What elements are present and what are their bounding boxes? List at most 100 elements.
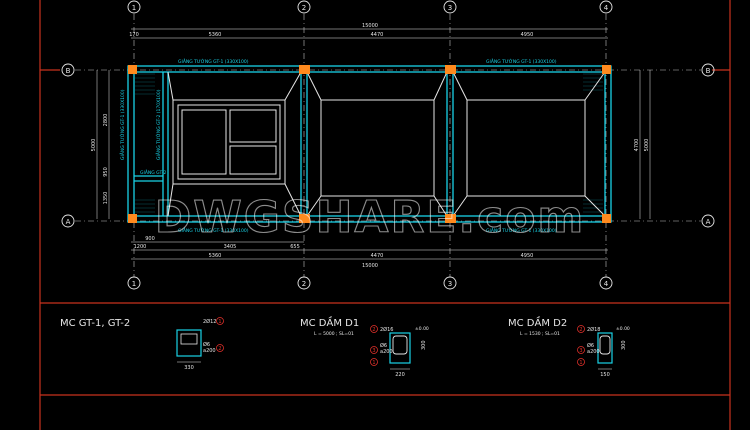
beam-label-bottom-right: GIẰNG TƯỜNG GT-1 (330X100) xyxy=(486,226,557,234)
axis-label-4-top: 4 xyxy=(604,4,609,12)
dimension-lines xyxy=(96,28,651,260)
dim-left-total: 5000 xyxy=(91,139,97,152)
rebar-spacing: a200 xyxy=(587,349,600,355)
beam-label-top-left: GIẰNG TƯỜNG GT-1 (330X100) xyxy=(178,57,249,65)
axis-label-3-bottom: 3 xyxy=(448,280,452,288)
dim-bottom-span-3: 4950 xyxy=(521,253,534,259)
outer-beam-outline xyxy=(127,65,612,223)
hatch xyxy=(135,73,155,95)
rebar-marker-label: 1 xyxy=(579,360,582,366)
section-width: 150 xyxy=(600,372,610,378)
rebar-spacing: a200 xyxy=(203,348,216,354)
hatch xyxy=(583,199,603,213)
stair-outline-inner xyxy=(177,104,281,180)
rebar-stirrup: Ø6 xyxy=(203,341,210,348)
rebar-marker xyxy=(216,317,224,325)
dim-left-1: 2800 xyxy=(103,114,109,127)
rebar-stirrup: Ø6 xyxy=(380,342,387,349)
dim-top-span-2: 4470 xyxy=(371,32,384,38)
axis-label-2-bottom: 2 xyxy=(302,280,306,288)
axis-bubble xyxy=(599,0,613,14)
rebar-top: 2Ø18 xyxy=(587,326,600,333)
level-mark: ±0.00 xyxy=(616,326,630,332)
rebar-marker-label: 2 xyxy=(372,327,375,333)
axis-bubble xyxy=(297,276,311,290)
axis-label-1-bottom: 1 xyxy=(132,280,136,288)
beam-label-small: GIẰNG GT-2 xyxy=(140,168,166,176)
dim-bottom-span-1: 5360 xyxy=(209,253,222,259)
watermark-text: DWGSHARE.com xyxy=(155,192,586,243)
columns xyxy=(128,65,611,223)
rebar-top: 2Ø16 xyxy=(380,326,393,333)
axis-labels: 1 2 3 4 1 2 3 4 B A B A xyxy=(66,4,711,288)
column xyxy=(128,214,137,223)
rebar-marker xyxy=(370,346,378,354)
dim-bottom-span-2: 4470 xyxy=(371,253,384,259)
rebar-marker xyxy=(577,358,585,366)
section-height: 300 xyxy=(421,340,427,350)
rebar-top: 2Ø12 xyxy=(203,318,216,325)
slab-corner-lines xyxy=(167,71,302,217)
hatch-areas xyxy=(135,73,603,213)
dim-bottom-detail-1: 1200 xyxy=(134,244,147,250)
dim-top-edge: 170 xyxy=(129,32,139,38)
section-title: MC DẦM D2 xyxy=(508,315,567,329)
axis-bubbles xyxy=(61,0,715,290)
dim-bottom-detail-2: 900 xyxy=(145,236,155,242)
beam-labels: GIẰNG TƯỜNG GT-1 (330X100) GIẰNG TƯỜNG G… xyxy=(118,57,557,234)
dim-left-2: 950 xyxy=(103,167,109,177)
section-subtitle: L = 1530 ; SL=01 xyxy=(520,331,560,337)
rebar-marker xyxy=(216,344,224,352)
section-subtitle: L = 5000 ; SL=01 xyxy=(314,331,354,337)
axis-bubble xyxy=(443,0,457,14)
dim-right-2: 5000 xyxy=(644,139,650,152)
section-title: MC DẦM D1 xyxy=(300,315,359,329)
column xyxy=(299,214,310,223)
axis-bubble xyxy=(127,0,141,14)
section-title: MC GT-1, GT-2 xyxy=(60,318,130,329)
axis-label-b-left: B xyxy=(66,67,71,75)
axis-label-b-right: B xyxy=(706,67,711,75)
column xyxy=(445,214,456,223)
sheet-frame xyxy=(39,0,731,430)
axis-label-4-bottom: 4 xyxy=(604,280,609,288)
stair-outline xyxy=(172,99,286,185)
column xyxy=(128,65,137,74)
beam-label-bottom-left: GIẰNG TƯỜNG GT-1 (330X100) xyxy=(178,226,249,234)
section-outline xyxy=(597,332,613,364)
hatch xyxy=(135,199,155,213)
axis-bubble xyxy=(443,276,457,290)
section-height: 300 xyxy=(621,340,627,350)
dim-top-span-3: 4950 xyxy=(521,32,534,38)
rebar-marker-label: 1 xyxy=(218,319,221,325)
slab-corner-lines xyxy=(452,71,606,217)
rebar-marker-label: 1 xyxy=(372,360,375,366)
rebar-marker xyxy=(370,325,378,333)
section-width: 330 xyxy=(184,365,194,371)
hatch xyxy=(583,73,603,91)
stirrup xyxy=(599,335,611,355)
dimension-texts: 15000 5360 4470 4950 170 1200 900 3405 6… xyxy=(91,23,650,269)
axis-label-2-top: 2 xyxy=(302,4,306,12)
stirrup xyxy=(180,333,198,345)
stirrup xyxy=(392,335,408,355)
column xyxy=(299,65,310,74)
section-width: 220 xyxy=(395,372,405,378)
rebar-marker-label: 3 xyxy=(579,348,582,354)
section-outline xyxy=(176,329,202,357)
rebar-marker-label: 2 xyxy=(218,346,221,352)
stair-panel xyxy=(229,145,277,175)
stair-panel xyxy=(181,109,227,175)
beam-label-left-vertical: GIẰNG TƯỜNG GT-1 (330X100) xyxy=(118,89,126,160)
dim-bottom-detail-3: 3405 xyxy=(224,244,237,250)
beam-label-top-right: GIẰNG TƯỜNG GT-1 (330X100) xyxy=(486,57,557,65)
slab-panel-3 xyxy=(466,99,586,197)
axis-label-1-top: 1 xyxy=(132,4,136,12)
dim-right-1: 4700 xyxy=(634,139,640,152)
axis-bubble xyxy=(61,63,75,77)
rebar-marker xyxy=(577,325,585,333)
section-d1: MC DẦM D1 L = 5000 ; SL=01 ±0.00 2Ø16 Ø6… xyxy=(300,315,429,378)
column xyxy=(602,214,611,223)
axis-bubble xyxy=(599,276,613,290)
